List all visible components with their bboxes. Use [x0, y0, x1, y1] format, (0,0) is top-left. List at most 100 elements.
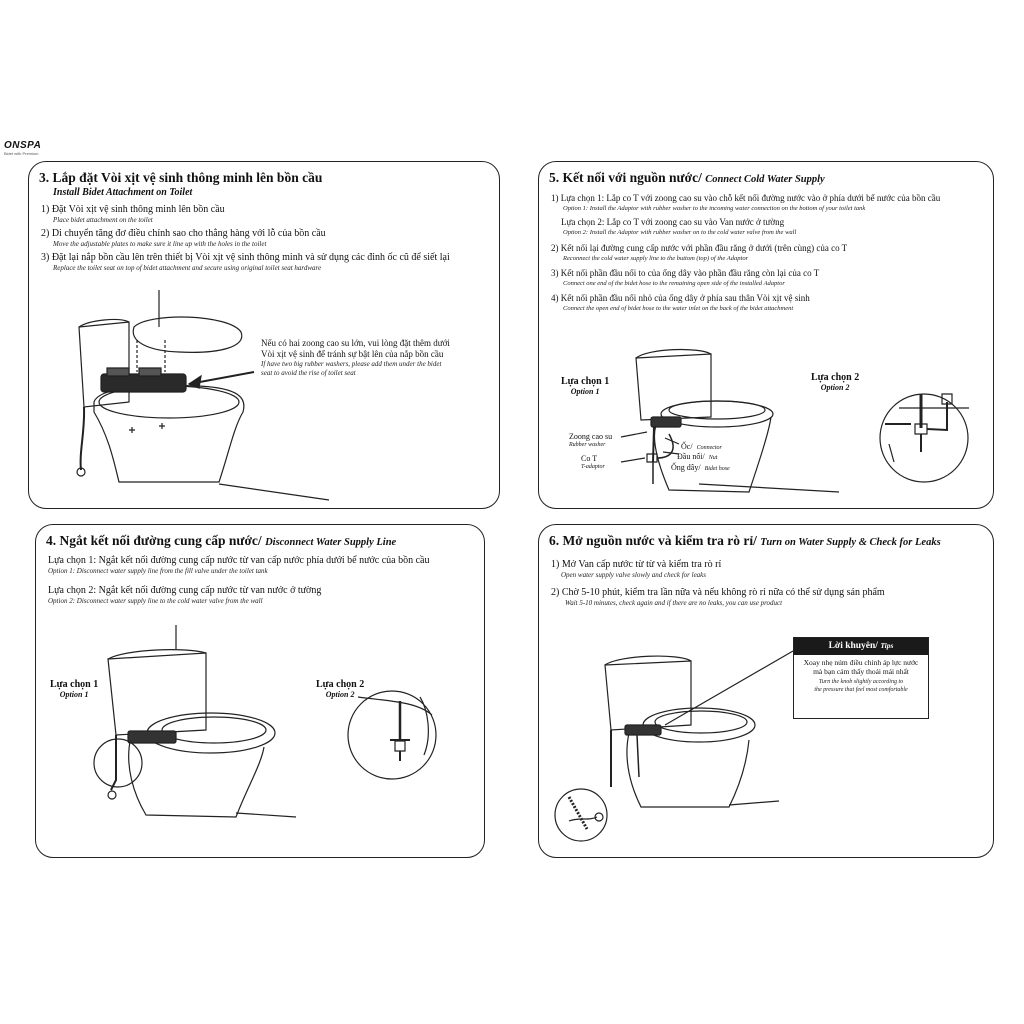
panel-3-step-3: 3) Đặt lại nắp bồn cầu lên trên thiết bị…	[41, 252, 493, 273]
option-1-label: Lựa chọn 1 Option 1	[561, 376, 609, 396]
step-text-vi: Lựa chọn 2: Lắp co T với zoong cao su và…	[561, 217, 785, 227]
panel-6-step-1: 1) Mở Van cấp nước từ từ và kiểm tra rò …	[551, 559, 987, 580]
panel-6-illustration	[539, 525, 994, 858]
note-line-vi: Vòi xịt vệ sinh để tránh sự bật lên của …	[261, 349, 444, 359]
step-text-en: Place bidet attachment on the toilet	[53, 216, 153, 224]
step-text-vi: 1) Lựa chọn 1: Lắp co T với zoong cao su…	[551, 193, 941, 203]
panel-3-title-en: Install Bidet Attachment on Toilet	[53, 187, 193, 198]
tips-title-vi: Lời khuyên/	[828, 641, 878, 651]
tips-line-en: the pressure that feel most comfortable	[814, 687, 908, 693]
label-t-adaptor: Co T T-adaptor	[581, 454, 605, 472]
option-1-label: Lựa chọn 1 Option 1	[50, 679, 98, 699]
floor-line	[729, 801, 779, 805]
bidet-attachment	[128, 731, 176, 743]
panel-5-step-1: 1) Lựa chọn 1: Lắp co T với zoong cao su…	[551, 192, 987, 213]
label-nut: Đầu nối/ Nut	[677, 450, 717, 463]
tips-box: Lời khuyên/ Tips Xoay nhẹ núm điều chỉnh…	[793, 637, 929, 719]
step-text-vi: 2) Chờ 5-10 phút, kiểm tra lần nữa và nế…	[551, 587, 885, 598]
step-text-en: Wait 5-10 minutes, check again and if th…	[565, 599, 783, 607]
panel-3-step-1: 1) Đặt Vòi xịt vệ sinh thông minh lên bồ…	[41, 204, 493, 225]
option-label-en: Option 2	[325, 690, 355, 699]
option-label-vi: Lựa chọn 2	[811, 372, 860, 383]
zoom-circle-option-2	[880, 394, 968, 482]
label-rubber-washer: Zoong cao su Rubber washer	[569, 432, 612, 450]
step-text-en: Option 2: Disconnect water supply line t…	[48, 597, 263, 605]
step-text-en: Option 2: Install the Adaptor with rubbe…	[563, 229, 797, 236]
label-en: T-adaptor	[581, 464, 605, 470]
panel-6-title-en: Turn on Water Supply & Check for Leaks	[760, 537, 941, 548]
bidet-hose	[657, 434, 673, 458]
label-bidet-hose: Ống dây/ Bidet hose	[671, 461, 730, 474]
note-line-en: seat to avoid the rise of toilet seat	[261, 369, 356, 377]
step-text-vi: 1) Mở Van cấp nước từ từ và kiểm tra rò …	[551, 559, 722, 570]
option-2-label: Lựa chọn 2 Option 2	[811, 372, 859, 392]
tips-title-en: Tips	[880, 641, 894, 650]
brand-name: ONSPA	[4, 140, 42, 151]
step-text-en: Connect one end of the bidet hose to the…	[563, 280, 785, 287]
option-label-vi: Lựa chọn 2	[316, 679, 365, 690]
tips-header: Lời khuyên/ Tips	[794, 638, 928, 655]
toilet-tank	[79, 322, 129, 407]
tips-line-vi: mà bạn cảm thấy thoải mái nhất	[813, 667, 909, 676]
label-vi: Ốc/	[681, 442, 693, 451]
panel-6-step-2: 2) Chờ 5-10 phút, kiểm tra lần nữa và nế…	[551, 587, 987, 608]
brand-tagline: Bidet with Premium	[4, 151, 39, 156]
step-text-en: Open water supply valve slowly and check…	[561, 571, 707, 579]
t-adaptor	[647, 454, 657, 462]
zoom-circle-option-1	[94, 739, 142, 787]
floor-line	[236, 813, 296, 817]
label-en: Rubber washer	[569, 442, 606, 448]
supply-hose	[111, 735, 116, 790]
panel-step-6: 6. Mở nguồn nước và kiểm tra rò rỉ/ Turn…	[538, 524, 994, 858]
panel-4-illustration	[36, 525, 485, 858]
option-label-vi: Lựa chọn 1	[50, 679, 99, 690]
option-label-vi: Lựa chọn 1	[561, 376, 610, 387]
step-text-vi: 3) Đặt lại nắp bồn cầu lên trên thiết bị…	[41, 252, 450, 263]
label-vi: Co T	[581, 454, 598, 463]
panel-5-step-3: 3) Kết nối phần đầu nối to của ống dây v…	[551, 267, 987, 288]
panel-5-title-vi: 5. Kết nối với nguồn nước/	[549, 170, 702, 185]
toilet-tank	[636, 354, 711, 420]
panel-4-title-vi: 4. Ngắt kết nối đường cung cấp nước/	[46, 533, 262, 548]
toilet-bowl	[627, 733, 749, 807]
bidet-attachment	[101, 374, 186, 392]
option-label-en: Option 2	[820, 383, 850, 392]
option-2-label: Lựa chọn 2 Option 2	[316, 679, 364, 699]
option-label-en: Option 1	[570, 387, 600, 396]
toilet-tank	[108, 653, 206, 735]
panel-5-step-2: 2) Kết nối lại đường cung cấp nước với p…	[551, 242, 987, 263]
panel-3-note: Nếu có hai zoong cao su lớn, vui lòng đặ…	[261, 338, 491, 378]
panel-4-title-en: Disconnect Water Supply Line	[265, 537, 397, 548]
panel-4-step-2: Lựa chọn 2: Ngắt kết nối đường cung cấp …	[48, 585, 478, 606]
supply-hose	[653, 427, 654, 462]
panel-5-illustration	[539, 162, 994, 509]
panel-step-4: 4. Ngắt kết nối đường cung cấp nước/ Dis…	[35, 524, 485, 858]
bidet-attachment	[651, 417, 681, 427]
panel-3-step-2: 2) Di chuyển tăng đơ điều chỉnh sao cho …	[41, 228, 493, 249]
tips-line-en: Turn the knob slightly according to	[818, 679, 904, 685]
step-text-en: Option 1: Install the Adaptor with rubbe…	[563, 205, 866, 212]
panel-4-step-1: Lựa chọn 1: Ngắt kết nối đường cung cấp …	[48, 555, 478, 576]
step-text-vi: 4) Kết nối phần đầu nối nhỏ của ống dây …	[551, 293, 810, 303]
brand-logo: ONSPA Bidet with Premium	[4, 140, 74, 156]
tips-pointer	[665, 651, 793, 725]
step-text-vi: 3) Kết nối phần đầu nối to của ống dây v…	[551, 268, 820, 278]
toilet-seat-lid	[133, 317, 242, 352]
bidet-attachment	[625, 725, 661, 735]
step-text-en: Option 1: Disconnect water supply line f…	[48, 567, 268, 575]
label-vi: Zoong cao su	[569, 432, 613, 441]
panel-5-step-1b: Lựa chọn 2: Lắp co T với zoong cao su và…	[561, 216, 987, 237]
panel-5-title-en: Connect Cold Water Supply	[705, 174, 825, 185]
label-en: Bidet hose	[704, 466, 730, 472]
panel-step-3: 3. Lắp đặt Vòi xịt vệ sinh thông minh lê…	[28, 161, 500, 509]
label-en: Nut	[708, 455, 718, 461]
note-line-vi: Nếu có hai zoong cao su lớn, vui lòng đặ…	[261, 338, 450, 348]
floor-line	[699, 484, 839, 492]
step-text-vi: Lựa chọn 1: Ngắt kết nối đường cung cấp …	[48, 555, 430, 566]
toilet-tank	[605, 661, 691, 730]
panel-6-title-vi: 6. Mở nguồn nước và kiểm tra rò rỉ/	[549, 533, 757, 548]
floor-line	[219, 484, 329, 500]
zoom-circle-valve	[555, 789, 607, 841]
step-text-vi: Lựa chọn 2: Ngắt kết nối đường cung cấp …	[48, 585, 322, 596]
step-text-en: Reconnect the cold water supply line to …	[563, 255, 749, 262]
